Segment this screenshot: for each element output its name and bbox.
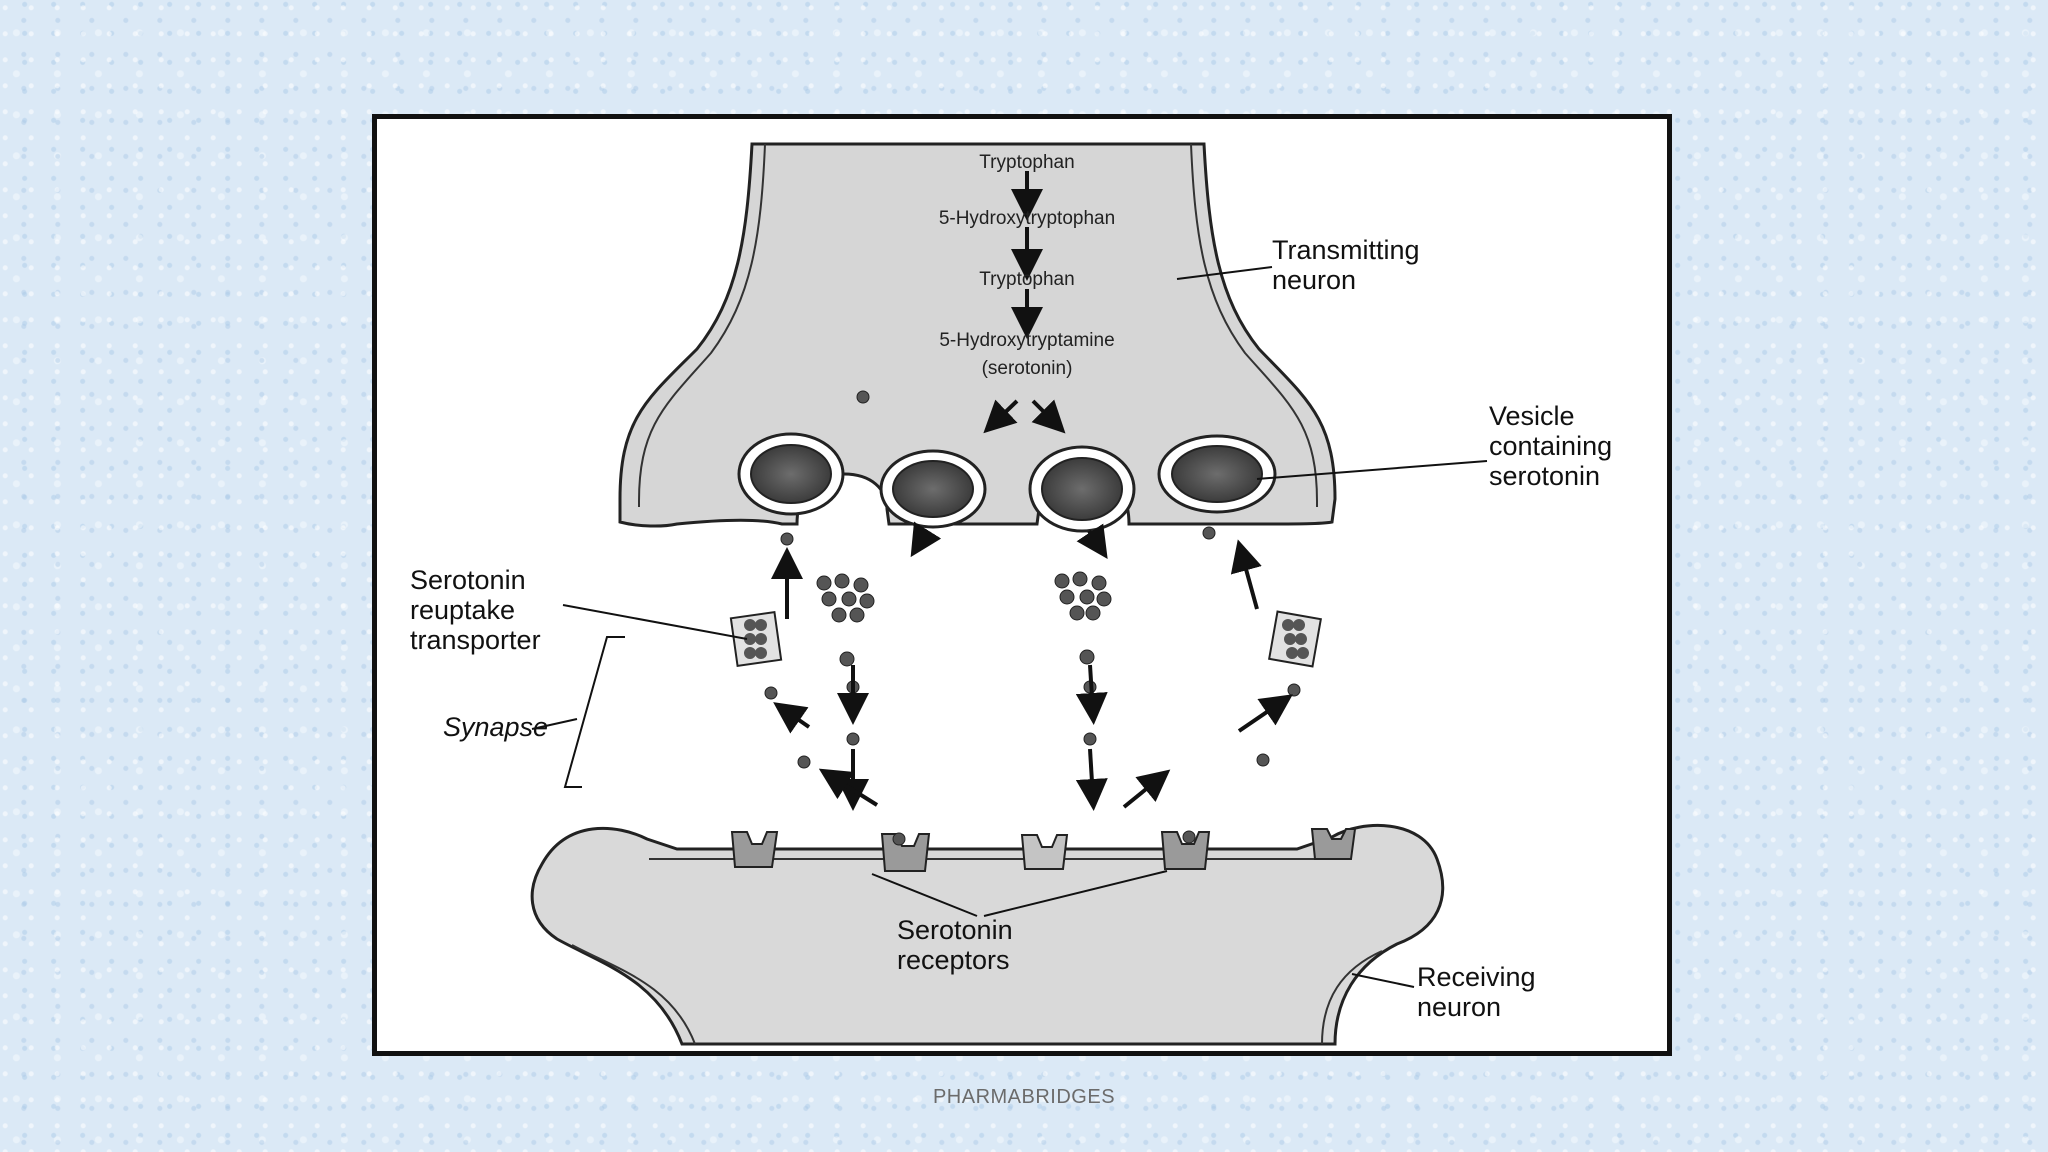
synapse-label: Synapse [443, 712, 548, 742]
serotonin-synapse-diagram: Tryptophan 5-Hydroxytryptophan Tryptopha… [410, 142, 1612, 1046]
footer-text: PHARMABRIDGES [932, 1086, 1116, 1108]
vesicle-label-line1: Vesicle [1489, 401, 1575, 431]
fusing-vesicle-right [1054, 571, 1112, 621]
transmitting-neuron-label-line2: neuron [1272, 265, 1356, 295]
pathway-step-5: (serotonin) [982, 358, 1073, 379]
vesicle-3 [1028, 445, 1136, 533]
synapse-diagram-frame: Tryptophan 5-Hydroxytryptophan Tryptopha… [372, 114, 1672, 1056]
vesicle-4 [1157, 434, 1277, 514]
receptors-label-line2: receptors [897, 945, 1010, 975]
receptor-1 [730, 831, 779, 868]
vesicle-label-line3: serotonin [1489, 461, 1600, 491]
vesicle-2 [879, 449, 987, 529]
transmitting-neuron-label-line1: Transmitting [1272, 235, 1420, 265]
pathway-step-1: Tryptophan [979, 152, 1074, 173]
receptor-3 [1020, 834, 1069, 870]
leader-lines [531, 266, 1488, 988]
receptor-4 [1160, 831, 1211, 870]
receptor-2 [880, 833, 931, 872]
reuptake-label-line3: transporter [410, 625, 541, 655]
reuptake-transporter-right [1268, 610, 1322, 668]
serotonin-receptors [730, 828, 1357, 872]
serotonin-molecules [764, 390, 1301, 846]
receiving-neuron-body [530, 823, 1445, 1046]
receptor-5 [1310, 828, 1357, 860]
receiving-neuron-label-line2: neuron [1417, 992, 1501, 1022]
receiving-neuron-label-line1: Receiving [1417, 962, 1536, 992]
pathway-step-2: 5-Hydroxytryptophan [939, 208, 1115, 229]
reuptake-label-line1: Serotonin [410, 565, 526, 595]
receptors-label-line1: Serotonin [897, 915, 1013, 945]
flow-arrows [771, 399, 1293, 811]
reuptake-transporter-left [729, 611, 783, 667]
fusing-vesicle-left [816, 573, 875, 623]
pathway-step-4: 5-Hydroxytryptamine [939, 330, 1114, 351]
vesicle-1 [737, 432, 845, 516]
pathway-step-3: Tryptophan [979, 269, 1074, 290]
vesicle-label-line2: containing [1489, 431, 1612, 461]
reuptake-label-line2: reuptake [410, 595, 515, 625]
